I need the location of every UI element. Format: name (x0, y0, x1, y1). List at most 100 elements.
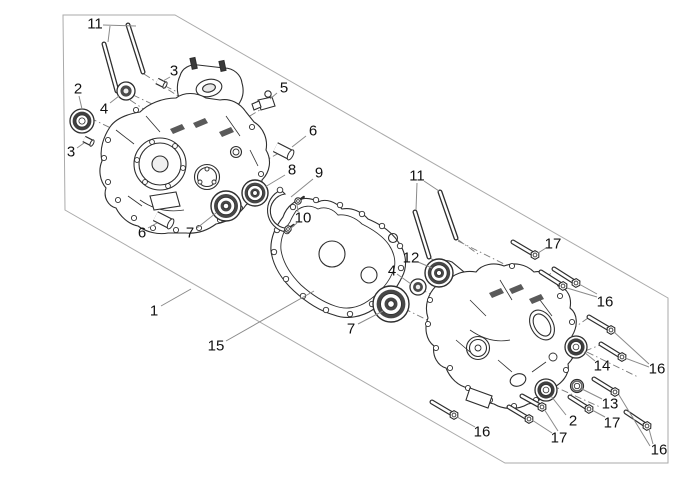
callout-leader-line (78, 95, 83, 110)
fitting-nub (251, 100, 262, 111)
callout-leader-line (225, 290, 315, 342)
center-gasket (270, 196, 407, 318)
bushing-end-face (286, 149, 295, 161)
bolt-head-flange (644, 423, 650, 429)
right-case-cylinder-opening-inner (532, 313, 552, 337)
bolt-head-flange (451, 412, 457, 418)
bolt-hex-head (524, 413, 534, 425)
callout-label: 6 (138, 225, 146, 242)
cylinder-stud-nub (189, 56, 198, 70)
callout-label: 17 (545, 236, 562, 253)
cylinder-stud-nub (218, 59, 227, 72)
callout-leader-line (591, 409, 606, 418)
bolt-hex-head (617, 351, 627, 363)
stud-body (413, 210, 431, 259)
callout-label: 13 (602, 396, 619, 413)
left-case-crank-hub (151, 155, 169, 173)
gasket-cutout-small (360, 266, 378, 284)
callout-leader-line (624, 357, 650, 368)
knurled-bushing-hole (415, 284, 421, 290)
bolt-hex-head (558, 280, 568, 292)
diagram-frame-border (62, 14, 669, 464)
left-case-bore-bolt-holes (134, 139, 186, 189)
washer-ring (571, 380, 583, 392)
assembly-axis-line (457, 240, 509, 267)
callout-label: 4 (388, 263, 396, 280)
callout-leader-line (357, 310, 384, 325)
callout-leader-line (109, 95, 120, 104)
screw-head-detail (296, 199, 300, 203)
stud-body (438, 190, 458, 240)
bolt-hex-head (584, 403, 594, 415)
bearing-bore (387, 300, 395, 308)
callout-leader-line (76, 142, 85, 149)
loose-parts-layer (69, 22, 652, 432)
screw-head-detail (286, 227, 290, 231)
callout-leader-line (648, 428, 654, 445)
callout-label: 2 (569, 413, 577, 430)
callout-label: 7 (347, 321, 355, 338)
stud-body (102, 42, 119, 93)
right-case-shaded-details (489, 284, 544, 304)
callout-label: 2 (74, 81, 82, 98)
callout-label: 11 (409, 168, 425, 185)
callout-label: 8 (288, 162, 296, 179)
callout-leader-line (291, 135, 307, 148)
bushing-end-face (162, 81, 168, 89)
bolt-hex-head (606, 324, 616, 336)
fitting-body (257, 96, 276, 111)
callout-leader-line (296, 203, 299, 213)
right-case-bottom-boss (465, 387, 493, 409)
callout-leader-line (550, 395, 567, 416)
assembly-axis-line (456, 238, 479, 255)
callout-leader-line (566, 287, 598, 298)
knurled-bushing-hole (123, 88, 129, 94)
callout-label: 16 (651, 442, 668, 459)
callout-label: 10 (295, 210, 312, 227)
callout-leader-line (102, 24, 137, 27)
oil-fitting (251, 90, 276, 111)
gasket-tab-hole (387, 232, 399, 244)
bolt-head-flange (539, 404, 545, 410)
callout-label: 17 (551, 430, 568, 447)
callout-leader-line (162, 76, 171, 82)
callout-leader-line (417, 261, 433, 269)
gasket-cutout-large (318, 240, 346, 268)
callout-leader-line (264, 174, 286, 188)
bearing-bore (222, 202, 230, 210)
callout-leader-line (456, 416, 476, 428)
right-crankcase-half (424, 260, 577, 410)
bolt-head-flange (586, 406, 592, 412)
callout-leader-line (269, 92, 278, 100)
bolt-hex-head (571, 277, 581, 289)
callout-label: 14 (594, 358, 611, 375)
callout-leader-line (147, 222, 158, 229)
callout-label: 16 (649, 361, 666, 378)
bushing-end-face (89, 139, 95, 147)
right-case-lower-opening (509, 373, 527, 387)
callout-leader-line (583, 351, 596, 362)
seal-bore (78, 117, 86, 125)
bolt-head-flange (608, 327, 614, 333)
callout-leader-line (107, 25, 111, 43)
bolt-hex-head (642, 420, 652, 432)
bearing-bore (436, 270, 442, 276)
left-case-shaded-details (170, 118, 234, 137)
callout-label: 1 (150, 303, 158, 320)
right-case-ribs (455, 279, 553, 373)
callout-leader-line (578, 283, 598, 295)
callout-label: 11 (87, 16, 103, 33)
bushing-end-face (166, 218, 175, 230)
seal-bore (542, 386, 550, 394)
bolt-hex-head (530, 249, 540, 261)
callout-leader-line (196, 212, 217, 229)
fitting-ball (264, 90, 272, 98)
retainer-screw-hole (276, 186, 284, 194)
callout-leader-line (618, 394, 651, 447)
callout-leader-line (290, 178, 314, 198)
callout-label: 16 (474, 424, 491, 441)
callout-label: 15 (208, 338, 225, 355)
callout-leader-line (531, 419, 553, 434)
screw-head (294, 197, 302, 205)
